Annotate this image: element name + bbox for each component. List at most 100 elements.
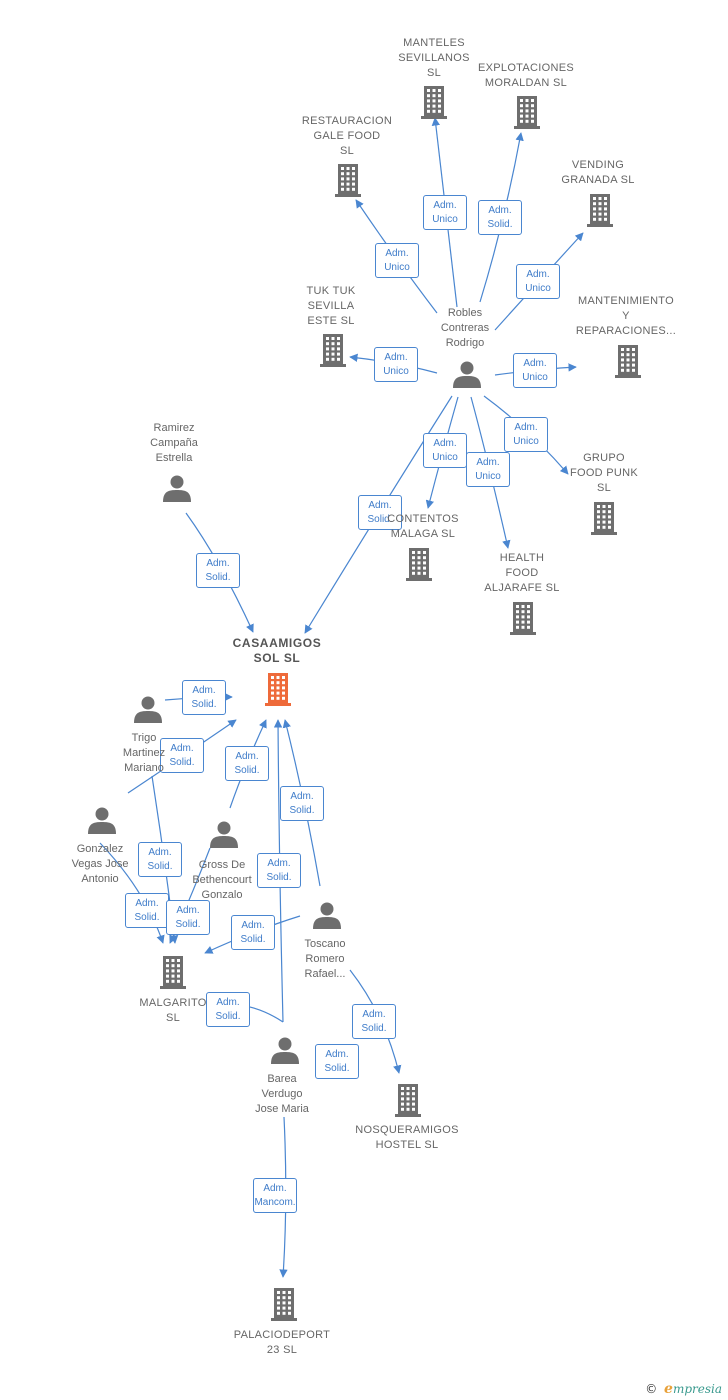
- edge-label-line: Unico: [525, 283, 551, 294]
- robles-person-icon[interactable]: [453, 361, 481, 389]
- edge-label-robles-to-tuktuk[interactable]: Adm.Unico: [374, 347, 418, 382]
- edge-label-line: Adm.: [526, 269, 550, 280]
- edge-label-gonzalez-to-casaamigos[interactable]: Adm.Solid.: [160, 738, 204, 773]
- edge-label-trigo-to-malgarito[interactable]: Adm.Solid.: [138, 842, 182, 877]
- node-label-line: PALACIODEPORT: [233, 1329, 331, 1341]
- edge-label-line: Adm.: [216, 997, 240, 1008]
- edge-label-robles-to-contentos[interactable]: Adm. Unico: [423, 433, 467, 468]
- edge-label-robles-to-vending[interactable]: Adm. Unico: [516, 264, 560, 299]
- edge-label-robles-to-restauracion[interactable]: Adm. Unico: [375, 243, 419, 278]
- node-label-line: SL: [596, 482, 612, 494]
- edge-label-line: Unico: [384, 262, 410, 273]
- tuktuk-building-icon[interactable]: [320, 334, 346, 367]
- node-label-line: Jose Maria: [255, 1103, 309, 1115]
- edge-label-robles-to-healthfood[interactable]: Adm.Unico: [466, 452, 510, 487]
- edge-label-line: Solid.: [205, 572, 231, 583]
- edge-robles-to-manteles: [431, 117, 458, 308]
- malgarito-building-icon[interactable]: [160, 956, 186, 989]
- edge-label-line: Adm.: [523, 358, 547, 369]
- restauracion-building-icon[interactable]: [335, 164, 361, 197]
- edge-label-line: Adm.: [433, 438, 457, 449]
- node-label-line: 23 SL: [266, 1344, 298, 1356]
- ramirez-person-icon[interactable]: [163, 475, 191, 503]
- edge-label-line: Unico: [432, 452, 458, 463]
- edge-label-robles-to-manteles[interactable]: Adm.Unico: [423, 195, 467, 230]
- node-label-line: Campaña: [150, 437, 198, 449]
- node-label-line: Mariano: [124, 762, 164, 774]
- barea-person-icon[interactable]: [271, 1037, 299, 1065]
- node-label-palaciodeport[interactable]: PALACIODEPORT 23 SL: [234, 1328, 330, 1358]
- edge-label-line: Solid.: [215, 1011, 241, 1022]
- vending-building-icon[interactable]: [587, 194, 613, 227]
- edge-label-gross-to-malgarito[interactable]: Adm.Solid.: [166, 900, 210, 935]
- edge-label-line: Solid.: [169, 757, 195, 768]
- node-label-line: SEVILLANOS: [398, 52, 470, 64]
- mantenimiento-building-icon[interactable]: [615, 345, 641, 378]
- nosqueramigos-building-icon[interactable]: [395, 1084, 421, 1117]
- contentos-building-icon[interactable]: [406, 548, 432, 581]
- trigo-person-icon[interactable]: [134, 696, 162, 724]
- copyright-symbol: ©: [645, 1382, 658, 1396]
- node-label-line: EXPLOTACIONES: [478, 62, 574, 74]
- edge-label-barea-to-casaamigos[interactable]: Adm.Solid.: [257, 853, 301, 888]
- palaciodeport-building-icon[interactable]: [271, 1288, 297, 1321]
- edge-label-line: Adm.: [267, 858, 291, 869]
- edge-label-robles-to-explotaciones[interactable]: Adm.Solid.: [478, 200, 522, 235]
- edge-label-toscano-to-nosqueramigos[interactable]: Adm.Solid.: [352, 1004, 396, 1039]
- node-label-line: GALE FOOD: [313, 130, 381, 142]
- edge-label-robles-to-casaamigos[interactable]: Adm.Solid.: [358, 495, 402, 530]
- node-label-line: HEALTH: [499, 552, 545, 564]
- edge-label-ramirez-to-casaamigos[interactable]: Adm.Solid.: [196, 553, 240, 588]
- grupofood-building-icon[interactable]: [591, 502, 617, 535]
- gross-person-icon[interactable]: [210, 821, 238, 849]
- gonzalez-person-icon[interactable]: [88, 807, 116, 835]
- edge-label-barea-to-palaciodeport[interactable]: Adm.Mancom.: [253, 1178, 297, 1213]
- edge-label-barea-to-malgarito[interactable]: Adm. Solid.: [206, 992, 250, 1027]
- healthfood-building-icon[interactable]: [510, 602, 536, 635]
- edge-label-line: Adm.: [263, 1183, 287, 1194]
- edge-label-line: Adm.: [368, 500, 392, 511]
- edge-label-gonzalez-to-malgarito[interactable]: Adm.Solid.: [125, 893, 169, 928]
- edge-label-line: Solid.: [175, 919, 201, 930]
- manteles-building-icon[interactable]: [421, 86, 447, 119]
- edge-label-line: Adm.: [385, 248, 409, 259]
- node-label-line: TUK TUK: [306, 285, 356, 297]
- node-label-line: Gonzalo: [201, 889, 243, 901]
- edge-label-trigo-to-casaamigos[interactable]: Adm.Solid.: [182, 680, 226, 715]
- edge-gonzalez-to-malgarito: [99, 842, 165, 944]
- edge-label-line: Adm.: [433, 200, 457, 211]
- edge-label-line: Solid.: [487, 219, 513, 230]
- edge-label-toscano-to-casaamigos[interactable]: Adm.Solid.: [280, 786, 324, 821]
- node-label-line: MALGARITO: [139, 997, 207, 1009]
- edge-label-toscano-to-malgarito[interactable]: Adm.Solid.: [231, 915, 275, 950]
- toscano-person-icon[interactable]: [313, 902, 341, 930]
- edge-label-barea-to-nosqueramigos[interactable]: Adm.Solid.: [315, 1044, 359, 1079]
- footer-brand[interactable]: © empresia: [645, 1381, 722, 1397]
- casaamigos-building-icon[interactable]: [265, 673, 291, 706]
- node-label-line: Gross De: [198, 859, 246, 871]
- edge-label-robles-to-grupofood[interactable]: Adm.Unico: [504, 417, 548, 452]
- explotaciones-building-icon[interactable]: [514, 96, 540, 129]
- edge-label-gross-to-casaamigos[interactable]: Adm.Solid.: [225, 746, 269, 781]
- edge-label-line: Solid.: [289, 805, 315, 816]
- edge-label-robles-to-mantenimiento[interactable]: Adm.Unico: [513, 353, 557, 388]
